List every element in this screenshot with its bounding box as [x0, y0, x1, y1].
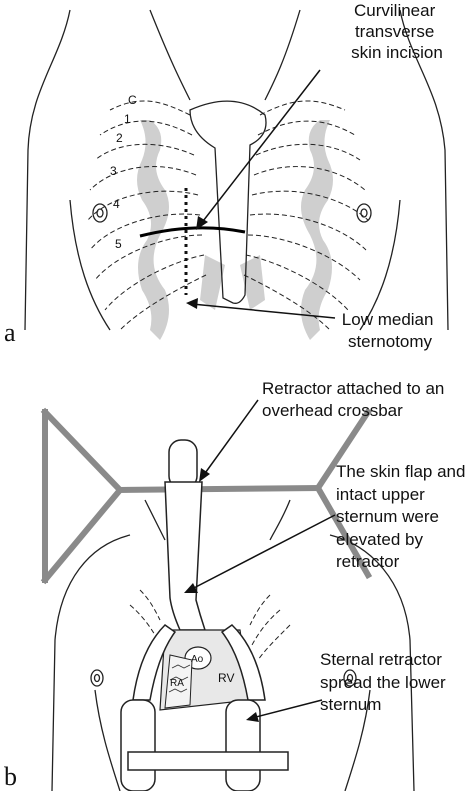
label-sternal-retractor: Sternal retractor spread the lower stern…: [320, 650, 450, 714]
shoulder-inner-b: [94, 689, 371, 791]
arrow-retractor: [199, 399, 259, 482]
label-ra: RA: [170, 678, 184, 689]
rib-number-2: 2: [116, 131, 123, 145]
arrow-incision: [196, 69, 321, 230]
sternum-a: [189, 100, 267, 304]
retractor-arm: [164, 481, 207, 631]
torso-outline-a: [24, 9, 449, 331]
neck-outline-a: [149, 9, 301, 101]
retractor-post: [168, 439, 198, 489]
shoulder-inner-a: [69, 199, 401, 331]
label-skin-flap: The skin flap and intact upper sternum w…: [336, 462, 470, 571]
rib-number-4: 4: [113, 197, 120, 211]
nipples-b: [90, 669, 357, 687]
arrow-flap: [184, 514, 336, 593]
rib-number-c: C: [128, 93, 137, 107]
label-low-median-sternotomy: Low median sternotomy: [342, 310, 438, 351]
neck-outline-b: [144, 499, 291, 541]
label-retractor-crossbar: Retractor attached to an overhead crossb…: [262, 379, 449, 420]
rib-number-5: 5: [115, 237, 122, 251]
sternal-retractor: [120, 624, 289, 791]
label-ao: Ao: [191, 654, 204, 665]
ribs-right: [243, 100, 369, 331]
overhead-crossbar: [40, 407, 373, 585]
panel-letter-b: b: [4, 762, 17, 791]
arrow-sternotomy: [186, 298, 336, 319]
skin-incision-curve: [139, 226, 246, 238]
panel-letter-a: a: [4, 318, 16, 347]
panel-a: C 1 2 3 4 5 Curvilinear: [4, 1, 449, 351]
heart-exposed: Ao RA RV: [159, 629, 251, 711]
label-skin-incision: Curvilinear transverse skin incision: [351, 1, 443, 62]
label-rv: RV: [218, 671, 234, 685]
rib-number-1: 1: [124, 112, 131, 126]
right-atrium: [164, 654, 193, 709]
rib-number-3: 3: [110, 164, 117, 178]
arrow-sternal-retractor: [246, 699, 323, 722]
panel-b: Ao RA RV: [4, 379, 470, 791]
rib-numbers: C 1 2 3 4 5: [110, 93, 137, 251]
nipples-a: [92, 203, 372, 223]
ribs-b: [129, 589, 291, 661]
